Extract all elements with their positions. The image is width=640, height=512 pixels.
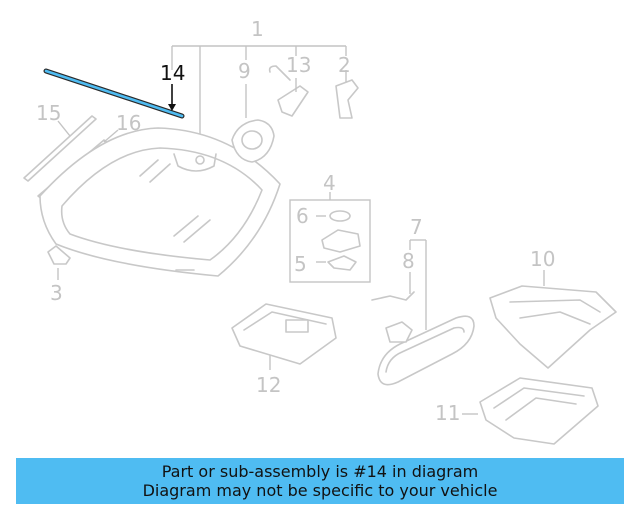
banner-line-2: Diagram may not be specific to your vehi… bbox=[142, 481, 498, 500]
part-10-console bbox=[489, 270, 617, 369]
callout-12: 12 bbox=[256, 373, 281, 397]
callout-6: 6 bbox=[296, 204, 309, 228]
callout-13: 13 bbox=[286, 53, 311, 77]
part-7-mirror bbox=[377, 239, 475, 386]
callout-1-bracket bbox=[171, 45, 347, 148]
callout-10: 10 bbox=[530, 247, 555, 271]
callout-14-leader bbox=[168, 84, 176, 111]
part-14-moulding[interactable] bbox=[43, 68, 185, 119]
callout-15: 15 bbox=[36, 101, 61, 125]
info-banner: Part or sub-assembly is #14 in diagram D… bbox=[16, 458, 624, 504]
part-2-cover bbox=[335, 70, 359, 119]
callout-9: 9 bbox=[238, 59, 251, 83]
callout-11: 11 bbox=[435, 401, 460, 425]
part-12-module bbox=[231, 303, 337, 370]
windshield-glass bbox=[39, 127, 281, 277]
callout-14: 14 bbox=[160, 61, 185, 85]
callout-5: 5 bbox=[294, 252, 307, 276]
callout-8: 8 bbox=[402, 249, 415, 273]
part-8-harness bbox=[371, 272, 415, 343]
part-9-sensor bbox=[231, 84, 275, 163]
callout-7: 7 bbox=[410, 215, 423, 239]
part-4-group bbox=[289, 192, 371, 283]
callout-3: 3 bbox=[50, 281, 63, 305]
callout-4: 4 bbox=[323, 171, 336, 195]
callout-2: 2 bbox=[338, 53, 351, 77]
part-13-bracket bbox=[268, 65, 309, 117]
callout-16: 16 bbox=[116, 111, 141, 135]
banner-line-1: Part or sub-assembly is #14 in diagram bbox=[161, 462, 479, 481]
callout-labels: 1 2 3 4 5 6 7 8 9 10 11 12 13 14 15 16 bbox=[36, 17, 555, 425]
part-11-tray bbox=[462, 377, 599, 445]
callout-1: 1 bbox=[251, 17, 264, 41]
part-3-clip bbox=[47, 245, 71, 280]
part-15-strip bbox=[23, 115, 97, 182]
